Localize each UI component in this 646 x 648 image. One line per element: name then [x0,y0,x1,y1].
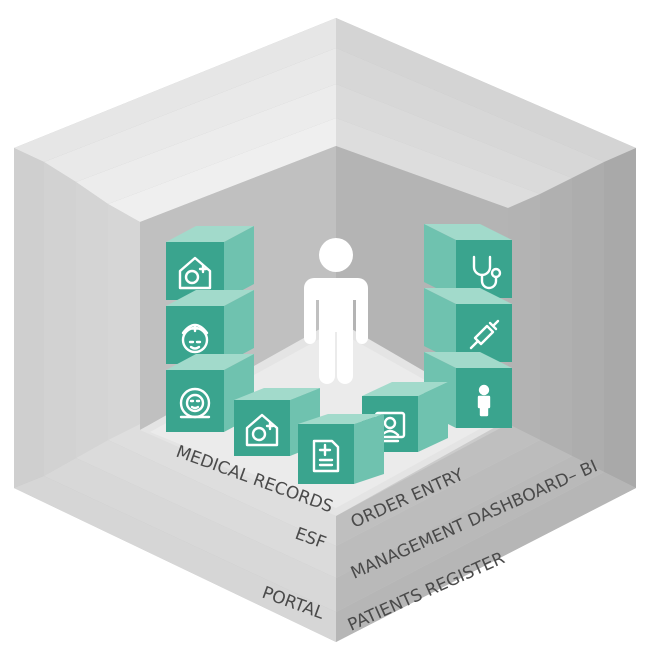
syringe-icon [469,319,500,350]
module-cube [298,414,384,484]
nurse-icon [181,323,209,354]
patient-icon [477,384,491,417]
doctor-icon [179,387,211,419]
document-icon [312,439,340,473]
hospital-icon [245,413,279,447]
module-cube [166,226,254,300]
stethoscope-icon [472,255,502,290]
module-cube [166,290,254,364]
module-cubes [166,224,512,484]
module-cube [424,224,512,298]
hospital-icon [178,256,212,290]
person-icon [304,238,368,384]
module-cube [424,288,512,362]
module-cube [166,354,254,432]
